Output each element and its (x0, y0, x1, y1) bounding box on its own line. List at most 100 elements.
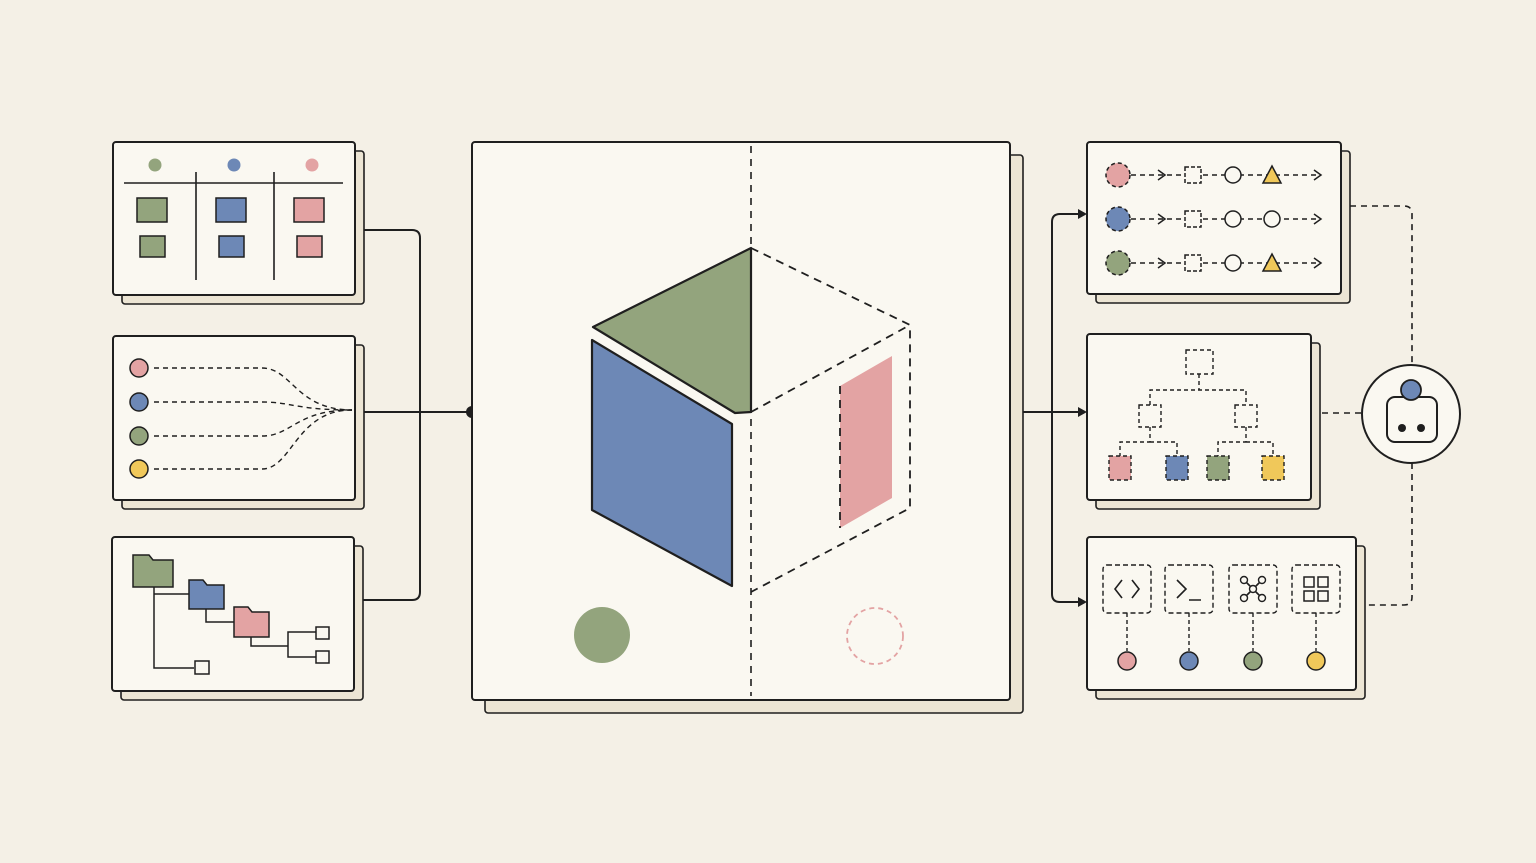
central-cube-panel-frame (471, 141, 1011, 701)
arrow-to-pipeline (1078, 209, 1087, 219)
kanban-board-panel (112, 141, 365, 305)
tool-output-dot (1179, 651, 1199, 671)
right-bracket-connector (1051, 213, 1082, 603)
folder-icon (233, 606, 270, 638)
network-node (1239, 593, 1249, 603)
merge-streams-panel (112, 335, 365, 510)
pipeline-step-circle (1224, 210, 1242, 228)
solid-marker-circle (574, 607, 630, 663)
stream-input-dot (129, 358, 149, 378)
pipeline-source-dot (1105, 206, 1131, 232)
tools-panel-frame (1086, 536, 1357, 691)
folder-icon (132, 554, 174, 588)
tree-link (1149, 374, 1247, 405)
grid-cell (1317, 590, 1329, 602)
dashed-marker-circle (846, 607, 904, 665)
cube-top-face (591, 246, 753, 415)
kanban-column-dot (305, 158, 319, 172)
tool-frame (1164, 564, 1214, 614)
kanban-card (218, 235, 245, 258)
pipeline-source-dot (1105, 162, 1131, 188)
cube-accent-panel (840, 356, 892, 528)
tree-link (1119, 427, 1274, 456)
tree-branch (153, 582, 194, 669)
stream-line (154, 409, 353, 470)
connectors (362, 205, 1413, 607)
kanban-card (296, 235, 323, 258)
folder-icon (188, 579, 225, 610)
pipeline-step-circle (1263, 210, 1281, 228)
pipeline-step-square (1184, 254, 1202, 272)
pipeline-source-dot (1105, 250, 1131, 276)
grid-cell (1317, 576, 1329, 588)
network-node (1257, 575, 1267, 585)
robot-eye (1398, 424, 1406, 432)
tree-leaf-node (1108, 455, 1132, 481)
tree-branch (250, 631, 316, 658)
pipeline-step-triangle (1261, 252, 1283, 272)
stream-line (154, 409, 353, 437)
kanban-card (215, 197, 247, 223)
folder-tree-panel (111, 536, 364, 701)
network-icon (1228, 564, 1278, 614)
hierarchy-panel-frame (1086, 333, 1312, 501)
kanban-column-dot (148, 158, 162, 172)
central-cube-panel (471, 141, 1024, 714)
stream-line (154, 367, 353, 411)
tool-frame (1291, 564, 1341, 614)
network-node (1239, 575, 1249, 585)
stream-input-dot (129, 459, 149, 479)
kanban-column-dot (227, 158, 241, 172)
pipeline-step-square (1184, 166, 1202, 184)
cube-dashed-outline (750, 247, 911, 593)
file-node (194, 660, 210, 675)
pipeline-step-triangle (1261, 164, 1283, 184)
code-brackets-glyph (1113, 579, 1141, 599)
tool-output-dot (1117, 651, 1137, 671)
tool-output-dot (1243, 651, 1263, 671)
tree-mid-node (1138, 404, 1162, 428)
grid-apps-icon (1291, 564, 1341, 614)
panels (111, 141, 1461, 714)
cube-left-face (590, 338, 734, 588)
robot-head (1386, 396, 1438, 443)
left-bracket-connector (362, 229, 421, 601)
tree-leaf-node (1206, 455, 1230, 481)
stream-line (154, 401, 353, 411)
pipeline-panel (1086, 141, 1351, 304)
merge-streams-panel-frame (112, 335, 356, 501)
agent-dashed-top (1350, 205, 1413, 365)
pipeline-arrow (1157, 257, 1167, 269)
network-node (1248, 584, 1258, 594)
pipeline-arrow (1157, 213, 1167, 225)
arrow-to-hierarchy (1078, 407, 1087, 417)
cube-dashed-edge (750, 324, 911, 413)
tree-leaf-node (1165, 455, 1189, 481)
grid-cell (1303, 590, 1315, 602)
pipeline-step-circle (1224, 166, 1242, 184)
pipeline-step-circle (1224, 254, 1242, 272)
pipeline-end-arrow (1313, 213, 1323, 225)
robot-eye (1417, 424, 1425, 432)
file-node (315, 626, 330, 640)
grid-cell (1303, 576, 1315, 588)
pipeline-end-arrow (1313, 169, 1323, 181)
terminal-icon (1164, 564, 1214, 614)
code-brackets-icon (1102, 564, 1152, 614)
tree-leaf-node (1261, 455, 1285, 481)
stream-input-dot (129, 426, 149, 446)
hierarchy-panel (1086, 333, 1321, 510)
robot-agent (1361, 364, 1461, 464)
arrow-to-tools (1078, 597, 1087, 607)
tool-output-dot (1306, 651, 1326, 671)
network-node (1257, 593, 1267, 603)
kanban-card (293, 197, 325, 223)
tree-mid-node (1234, 404, 1258, 428)
kanban-card (139, 235, 166, 258)
terminal-glyph (1176, 579, 1201, 601)
robot-antenna (1400, 379, 1422, 401)
tools-panel (1086, 536, 1366, 700)
tool-frame (1102, 564, 1152, 614)
